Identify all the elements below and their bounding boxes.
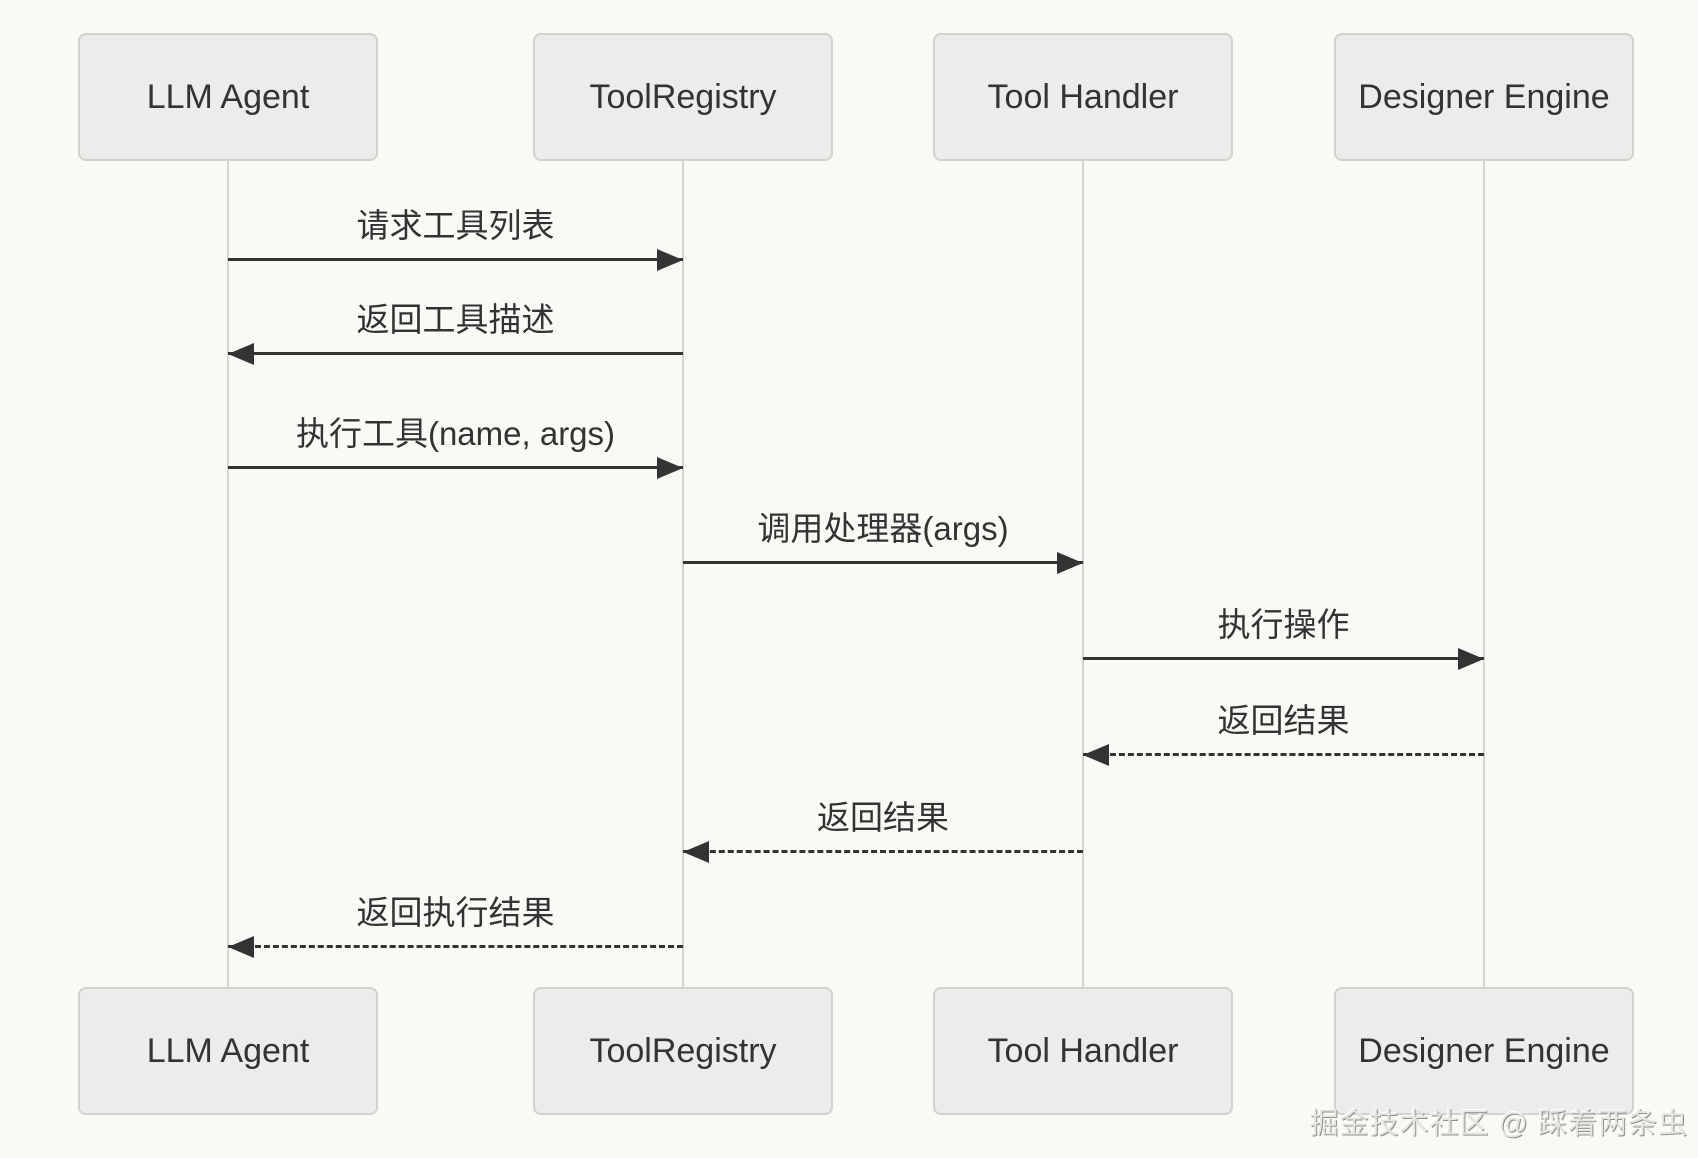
actor-label: Tool Handler	[987, 1031, 1179, 1070]
actor-bottom-llm-agent: LLM Agent	[78, 987, 378, 1115]
message-arrow-line	[1083, 657, 1484, 660]
message-label: 返回执行结果	[356, 894, 555, 931]
actor-label: ToolRegistry	[589, 77, 777, 116]
arrowhead-left-icon	[1083, 744, 1109, 766]
message-arrow-line-dashed	[1083, 753, 1484, 756]
actor-bottom-tool-handler: Tool Handler	[933, 987, 1233, 1115]
arrowhead-right-icon	[657, 249, 683, 271]
message-label: 返回结果	[1217, 702, 1350, 739]
message-label: 执行工具(name, args)	[295, 415, 616, 452]
lifeline-llm-agent	[227, 161, 229, 987]
lifeline-designer-engine	[1483, 161, 1485, 987]
actor-top-designer-engine: Designer Engine	[1334, 33, 1634, 161]
message-label: 请求工具列表	[356, 207, 555, 244]
actor-label: ToolRegistry	[589, 1031, 777, 1070]
message-arrow-line-dashed	[228, 945, 683, 948]
actor-label: Designer Engine	[1358, 1031, 1610, 1070]
actor-label: LLM Agent	[146, 1031, 310, 1070]
watermark: 掘金技术社区 @ 踩着两条虫	[1309, 1108, 1688, 1140]
arrowhead-right-icon	[1458, 648, 1484, 670]
lifeline-tool-registry	[682, 161, 684, 987]
actor-label: Designer Engine	[1358, 77, 1610, 116]
actor-top-llm-agent: LLM Agent	[78, 33, 378, 161]
message-label: 返回结果	[817, 799, 949, 836]
message-arrow-line-dashed	[683, 850, 1083, 853]
arrowhead-right-icon	[1057, 552, 1083, 574]
actor-top-tool-registry: ToolRegistry	[533, 33, 833, 161]
arrowhead-left-icon	[228, 936, 254, 958]
actor-top-tool-handler: Tool Handler	[933, 33, 1233, 161]
message-label: 返回工具描述	[356, 301, 555, 338]
arrowhead-left-icon	[228, 343, 254, 365]
message-label: 调用处理器(args)	[757, 510, 1009, 547]
actor-bottom-designer-engine: Designer Engine	[1334, 987, 1634, 1115]
arrowhead-right-icon	[657, 457, 683, 479]
actor-label: LLM Agent	[146, 77, 310, 116]
actor-bottom-tool-registry: ToolRegistry	[533, 987, 833, 1115]
message-arrow-line	[228, 352, 683, 355]
lifeline-tool-handler	[1082, 161, 1084, 987]
message-label: 执行操作	[1217, 606, 1350, 643]
message-arrow-line	[228, 258, 683, 261]
message-arrow-line	[228, 466, 683, 469]
message-arrow-line	[683, 561, 1083, 564]
actor-label: Tool Handler	[987, 77, 1179, 116]
arrowhead-left-icon	[683, 841, 709, 863]
